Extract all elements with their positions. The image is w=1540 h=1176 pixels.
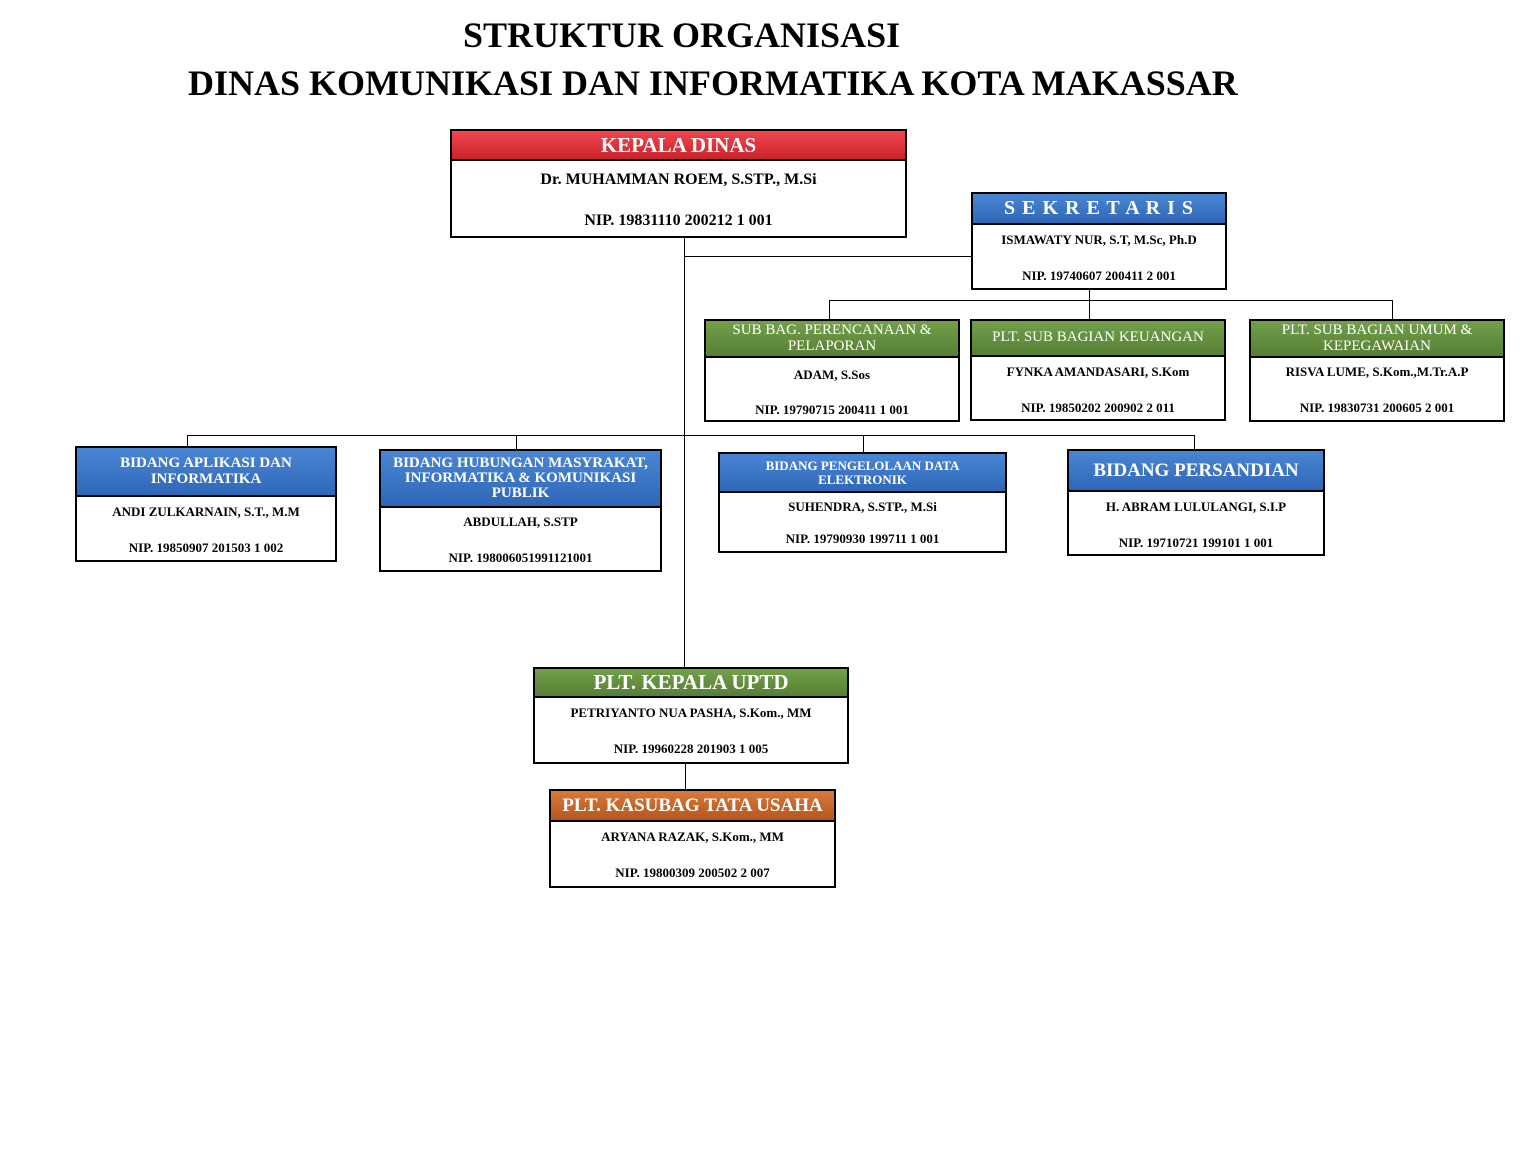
node-sekretaris-name: ISMAWATY NUR, S.T, M.Sc, Ph.D bbox=[1001, 232, 1197, 247]
node-bidang-aplikasi-name: ANDI ZULKARNAIN, S.T., M.M bbox=[112, 504, 300, 519]
node-bidang-data-header-text: BIDANG PENGELOLAAN DATA ELEKTRONIK bbox=[765, 457, 960, 487]
node-kepala-dinas-name: Dr. MUHAMMAN ROEM, S.STP., M.Si bbox=[540, 171, 817, 188]
node-tata-usaha-header: PLT. KASUBAG TATA USAHA bbox=[551, 791, 834, 822]
node-subbag-keuangan-nip: NIP. 19850202 200902 2 011 bbox=[1021, 400, 1175, 415]
node-kepala-uptd-nip: NIP. 19960228 201903 1 005 bbox=[613, 741, 769, 756]
node-subbag-keuangan-header: PLT. SUB BAGIAN KEUANGAN bbox=[972, 321, 1224, 357]
node-bidang-data-name: SUHENDRA, S.STP., M.Si bbox=[788, 499, 937, 514]
node-kasubag-tata-usaha: PLT. KASUBAG TATA USAHA ARYANA RAZAK, S.… bbox=[549, 789, 836, 888]
node-bidang-persandian-nip: NIP. 19710721 199101 1 001 bbox=[1118, 535, 1274, 550]
node-bidang-data-nip: NIP. 19790930 199711 1 001 bbox=[785, 531, 940, 546]
node-subbag-umum-kepegawaian: PLT. SUB BAGIAN UMUM & KEPEGAWAIAN RISVA… bbox=[1249, 319, 1505, 422]
node-subbag-umum-nip: NIP. 19830731 200605 2 001 bbox=[1299, 400, 1455, 415]
node-bidang-humas-header: BIDANG HUBUNGAN MASYRAKAT, INFORMATIKA &… bbox=[381, 451, 660, 508]
node-kepala-uptd-name: PETRIYANTO NUA PASHA, S.Kom., MM bbox=[570, 705, 812, 720]
node-sekretaris-header: S E K R E T A R I S bbox=[973, 194, 1225, 225]
connector-subbag-1 bbox=[829, 300, 830, 320]
node-subbag-perencanaan-name: ADAM, S.Sos bbox=[793, 367, 871, 382]
connector-subbag-2 bbox=[1089, 300, 1090, 320]
connector-bidang-4 bbox=[1194, 435, 1195, 450]
connector-uptd-tatausaha bbox=[685, 763, 686, 790]
connector-bidang-2 bbox=[516, 435, 517, 450]
node-kepala-dinas-header: KEPALA DINAS bbox=[452, 131, 905, 161]
node-bidang-data-header: BIDANG PENGELOLAAN DATA ELEKTRONIK bbox=[720, 454, 1005, 493]
node-bidang-aplikasi-header-text: BIDANG APLIKASI DAN INFORMATIKA bbox=[120, 454, 292, 487]
connector-subbag-horizontal bbox=[829, 300, 1393, 301]
node-tata-usaha-name: ARYANA RAZAK, S.Kom., MM bbox=[601, 829, 784, 844]
node-kepala-dinas-nip: NIP. 19831110 200212 1 001 bbox=[584, 212, 773, 229]
node-bidang-humas-name: ABDULLAH, S.STP bbox=[463, 514, 578, 529]
node-subbag-umum-header: PLT. SUB BAGIAN UMUM & KEPEGAWAIAN bbox=[1251, 321, 1503, 358]
node-bidang-persandian-name: H. ABRAM LULULANGI, S.I.P bbox=[1105, 499, 1287, 514]
node-bidang-persandian: BIDANG PERSANDIAN H. ABRAM LULULANGI, S.… bbox=[1067, 449, 1325, 556]
connector-bidang-horizontal bbox=[187, 435, 1195, 436]
node-subbag-keuangan-header-text: PLT. SUB BAGIAN KEUANGAN bbox=[992, 329, 1204, 346]
connector-to-sekretaris bbox=[684, 256, 972, 257]
node-subbag-perencanaan: SUB BAG. PERENCANAAN & PELAPORAN ADAM, S… bbox=[704, 319, 960, 422]
node-subbag-umum-name: RISVA LUME, S.Kom.,M.Tr.A.P bbox=[1285, 364, 1469, 379]
node-bidang-pengelolaan-data: BIDANG PENGELOLAAN DATA ELEKTRONIK SUHEN… bbox=[718, 452, 1007, 553]
connector-sekretaris-down bbox=[1089, 289, 1090, 301]
node-bidang-aplikasi-header: BIDANG APLIKASI DAN INFORMATIKA bbox=[77, 448, 335, 497]
chart-subtitle: DINAS KOMUNIKASI DAN INFORMATIKA KOTA MA… bbox=[188, 63, 1238, 103]
connector-bidang-3 bbox=[863, 435, 864, 453]
node-bidang-humas: BIDANG HUBUNGAN MASYRAKAT, INFORMATIKA &… bbox=[379, 449, 662, 572]
node-sekretaris: S E K R E T A R I S ISMAWATY NUR, S.T, M… bbox=[971, 192, 1227, 290]
node-kepala-dinas: KEPALA DINAS Dr. MUHAMMAN ROEM, S.STP., … bbox=[450, 129, 907, 238]
connector-main-vertical bbox=[684, 235, 685, 669]
node-bidang-persandian-header: BIDANG PERSANDIAN bbox=[1069, 451, 1323, 492]
node-tata-usaha-nip: NIP. 19800309 200502 2 007 bbox=[615, 865, 770, 880]
chart-title: STRUKTUR ORGANISASI bbox=[463, 15, 901, 55]
node-subbag-perencanaan-header-text: SUB BAG. PERENCANAAN & PELAPORAN bbox=[732, 321, 932, 354]
node-bidang-aplikasi-nip: NIP. 19850907 201503 1 002 bbox=[128, 540, 284, 555]
node-bidang-aplikasi: BIDANG APLIKASI DAN INFORMATIKA ANDI ZUL… bbox=[75, 446, 337, 562]
node-subbag-perencanaan-header: SUB BAG. PERENCANAAN & PELAPORAN bbox=[706, 321, 958, 358]
connector-bidang-1 bbox=[187, 435, 188, 447]
node-bidang-humas-nip: NIP. 198006051991121001 bbox=[448, 550, 593, 565]
node-subbag-keuangan: PLT. SUB BAGIAN KEUANGAN FYNKA AMANDASAR… bbox=[970, 319, 1226, 421]
node-subbag-umum-header-text: PLT. SUB BAGIAN UMUM & KEPEGAWAIAN bbox=[1281, 321, 1473, 354]
node-subbag-perencanaan-nip: NIP. 19790715 200411 1 001 bbox=[755, 402, 909, 417]
node-bidang-humas-header-text: BIDANG HUBUNGAN MASYRAKAT, INFORMATIKA &… bbox=[393, 455, 648, 501]
node-sekretaris-nip: NIP. 19740607 200411 2 001 bbox=[1022, 268, 1176, 283]
node-kepala-uptd: PLT. KEPALA UPTD PETRIYANTO NUA PASHA, S… bbox=[533, 667, 849, 764]
connector-subbag-3 bbox=[1392, 300, 1393, 320]
node-subbag-keuangan-name: FYNKA AMANDASARI, S.Kom bbox=[1006, 364, 1190, 379]
node-kepala-uptd-header: PLT. KEPALA UPTD bbox=[535, 669, 847, 698]
